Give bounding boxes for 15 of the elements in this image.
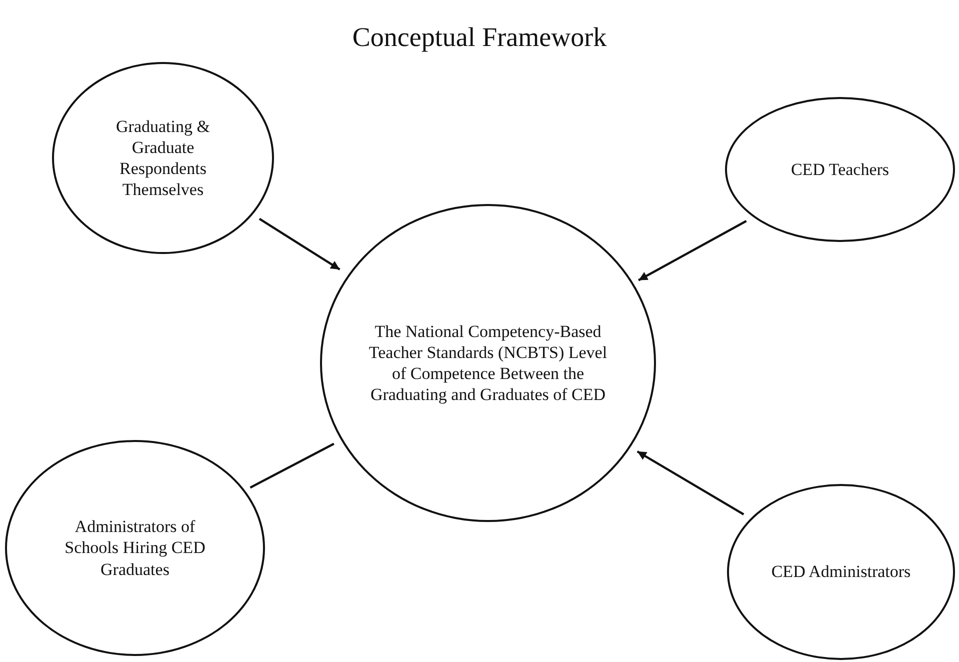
node-text: CED Administrators	[771, 561, 911, 583]
concept-ellipse	[320, 204, 656, 522]
arrow	[638, 220, 747, 282]
node-text: Administrators of Schools Hiring CED Graduates	[64, 516, 206, 580]
node-text: Graduating & Graduate Respondents Themselves	[115, 116, 211, 200]
connector-line	[250, 442, 334, 489]
arrow	[258, 218, 340, 270]
node-text: CED Teachers	[790, 158, 890, 180]
concept-ellipse	[727, 484, 955, 660]
concept-ellipse	[52, 62, 274, 254]
concept-ellipse	[5, 440, 265, 656]
arrow	[636, 450, 744, 516]
diagram-title: Conceptual Framework	[352, 22, 607, 53]
node-text: The National Competency-Based Teacher Standards (NCBTS) Level of Competence Between the Graduating and Graduates of CED	[368, 320, 608, 406]
concept-ellipse	[725, 97, 955, 242]
